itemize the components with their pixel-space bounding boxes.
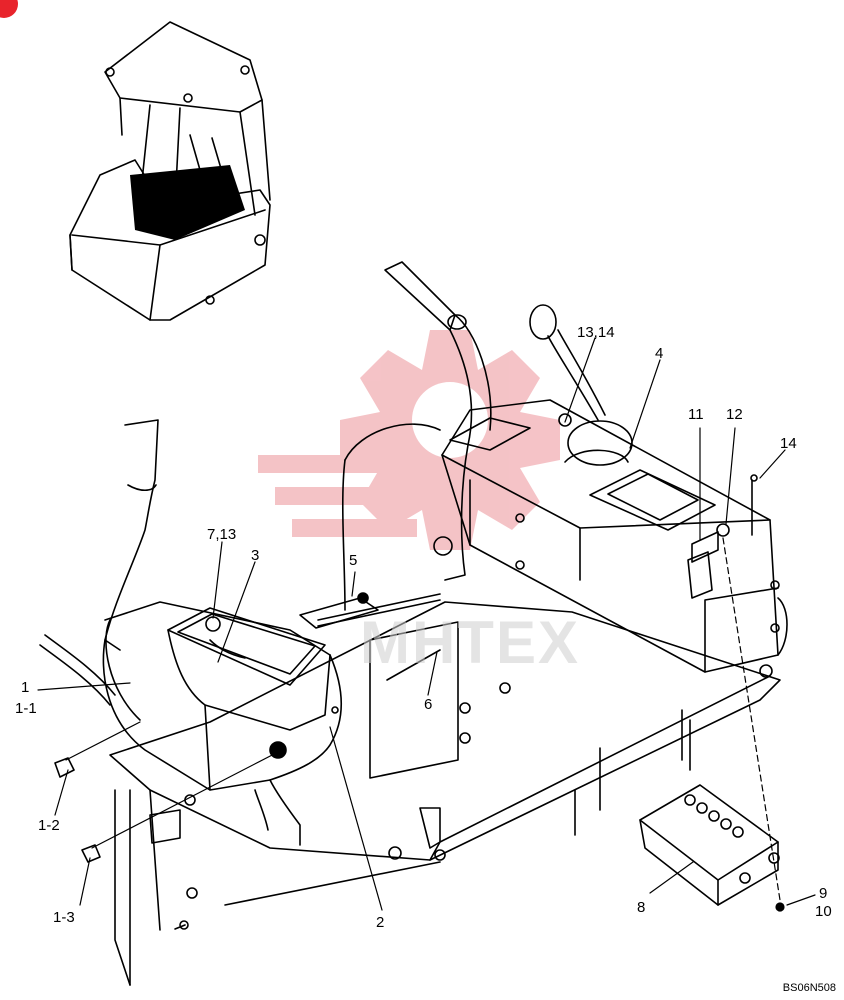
watermark-text: MHTEX	[360, 609, 580, 676]
cab-overview-thumbnail	[69, 21, 271, 321]
center-lever	[299, 261, 492, 629]
callout-10: 10	[815, 903, 832, 920]
callout-1-2: 1-2	[38, 817, 60, 834]
callout-5: 5	[349, 552, 358, 569]
callout-8: 8	[637, 899, 646, 916]
caps	[54, 757, 101, 863]
corner-badge	[0, 0, 18, 18]
screw-14	[750, 474, 758, 536]
leader-lines	[37, 337, 816, 912]
rod	[317, 592, 441, 627]
callout-14: 14	[780, 435, 797, 452]
callout-11: 11	[688, 406, 704, 423]
callout-1: 1	[21, 679, 30, 696]
reference-code: BS06N508	[782, 982, 836, 994]
callout-13-14: 13,14	[577, 324, 615, 341]
callout-6: 6	[424, 696, 433, 713]
center-plate	[369, 621, 511, 779]
callout-7-13: 7,13	[207, 526, 237, 543]
controller-box	[639, 784, 780, 906]
gear-watermark-icon	[258, 330, 560, 550]
callout-2: 2	[376, 914, 385, 931]
right-control-box	[441, 304, 788, 673]
callout-9: 9	[819, 885, 828, 902]
callout-1-1: 1-1	[15, 700, 37, 717]
callout-12: 12	[726, 406, 743, 423]
callout-1-3: 1-3	[53, 909, 75, 926]
left-console	[39, 419, 343, 846]
callout-4: 4	[655, 345, 664, 362]
base-frame	[109, 601, 781, 986]
callout-3: 3	[251, 547, 260, 564]
